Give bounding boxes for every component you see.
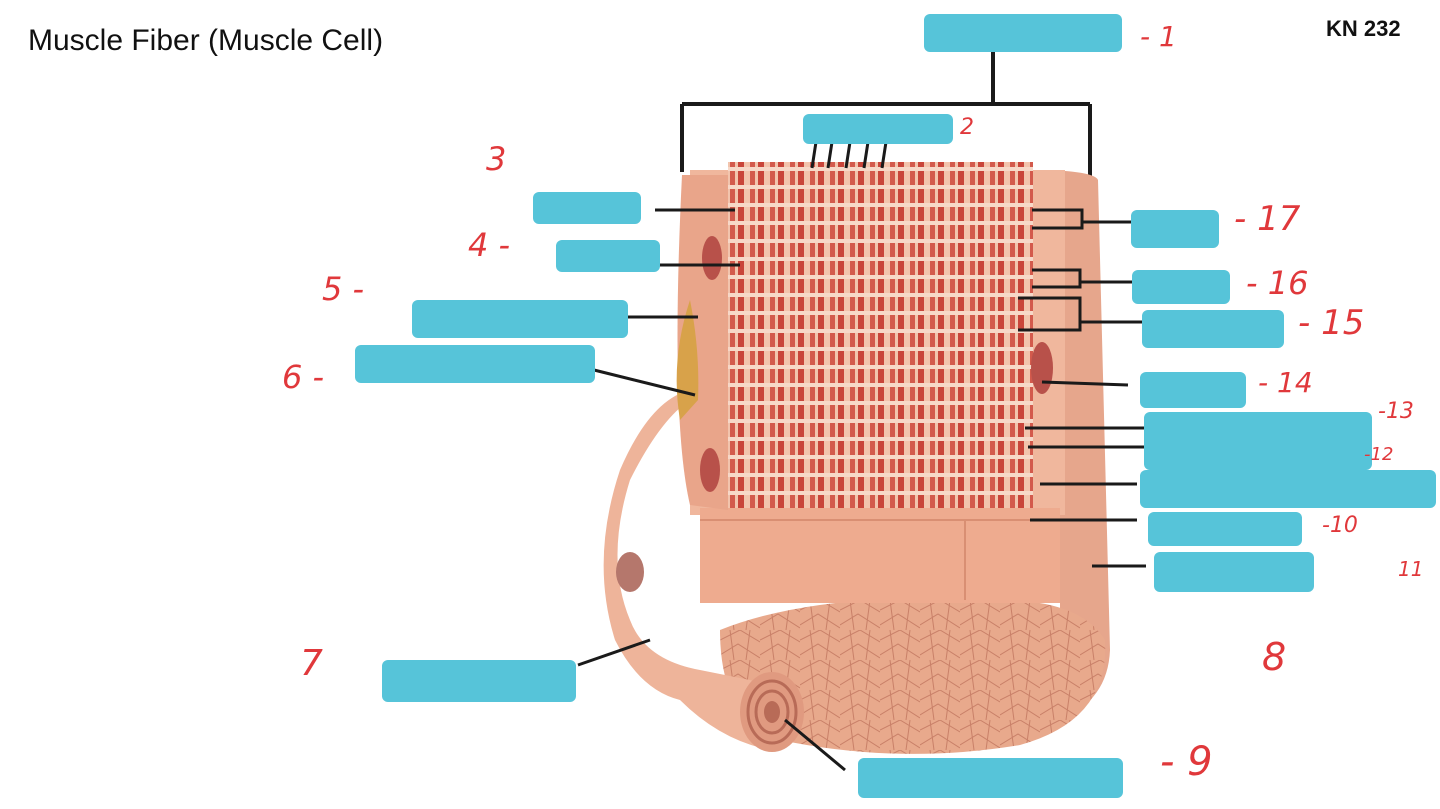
nucleus-left-2 (700, 448, 720, 492)
endomysium-base (720, 598, 1106, 754)
number-8: 8 (1262, 635, 1286, 679)
myofilament-ticks (810, 141, 888, 169)
course-code: KN 232 (1326, 16, 1401, 41)
number-1: - 1 (1140, 20, 1177, 53)
mask-label-7 (382, 660, 576, 702)
mask-label-15 (1142, 310, 1284, 348)
number-16: - 16 (1246, 264, 1308, 302)
page-title: Muscle Fiber (Muscle Cell) (28, 24, 384, 57)
number-17: - 17 (1234, 199, 1301, 239)
number-7: 7 (300, 643, 323, 684)
mask-label-10 (1148, 512, 1302, 546)
mask-label-3 (533, 192, 641, 224)
number-12: -12 (1364, 444, 1393, 465)
axon-terminal (676, 300, 699, 420)
number-5: 5 - (322, 270, 364, 308)
number-2: 2 (960, 115, 974, 140)
mask-label-4 (556, 240, 660, 272)
number-9: - 9 (1160, 739, 1213, 785)
mask-label-11 (1140, 470, 1436, 508)
myofibrils-striations (728, 162, 1033, 512)
nucleus-left-1 (702, 236, 722, 280)
number-4: 4 - (468, 226, 510, 264)
nucleus-right (1031, 342, 1053, 394)
motor-neuron-axon (603, 390, 790, 750)
leader-lines (577, 208, 1146, 772)
number-6: 6 - (282, 358, 324, 396)
mask-label-9 (858, 758, 1123, 798)
number-15: - 15 (1298, 303, 1364, 343)
number-14: - 14 (1258, 366, 1313, 399)
masked-labels (355, 14, 1436, 798)
mask-label-14 (1140, 372, 1246, 408)
fiber-bracket (680, 42, 1092, 176)
mask-label-16 (1132, 270, 1230, 304)
number-13: -13 (1378, 399, 1414, 424)
sarcoplasm-lower (700, 508, 1060, 603)
handwritten-numbers: - 1 2 3 4 - 5 - 6 - 7 8 - 9 -10 11 -12 -… (282, 20, 1423, 785)
mask-label-2 (803, 114, 953, 144)
mask-label-8 (1154, 552, 1314, 592)
mask-label-17 (1131, 210, 1219, 248)
neuron-nucleus (616, 552, 644, 592)
myelin-sheath-end (740, 672, 804, 752)
mask-label-13-12 (1144, 412, 1372, 470)
number-10: -10 (1322, 513, 1358, 538)
mask-label-6 (355, 345, 595, 383)
number-3: 3 (486, 140, 506, 178)
number-11: 11 (1398, 557, 1423, 581)
mask-label-5 (412, 300, 628, 338)
mask-label-1 (924, 14, 1122, 52)
